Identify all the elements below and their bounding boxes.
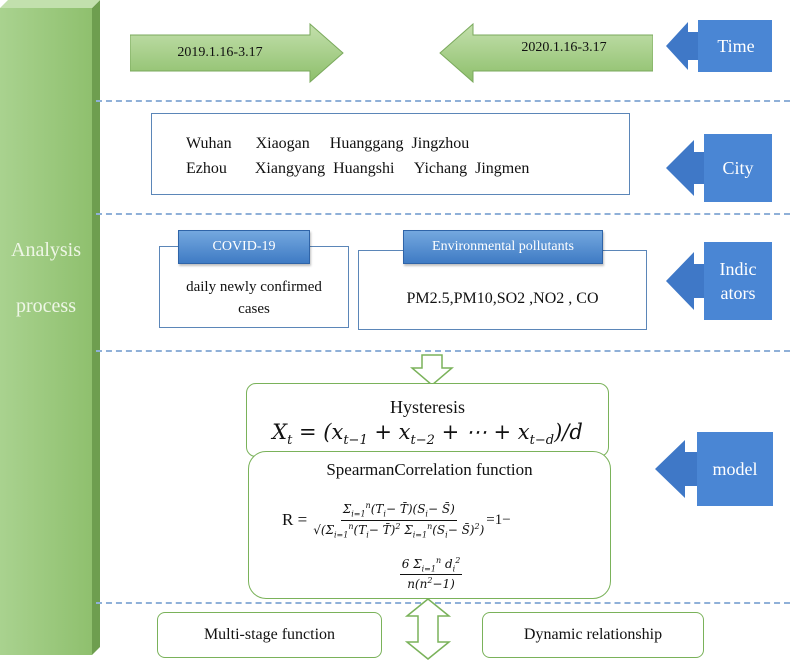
- analysis-process-label: Analysis process: [0, 222, 92, 334]
- hysteresis-formula: Xt = (xt−1 + xt−2 + ⋯ + xt−d)/d: [272, 420, 583, 449]
- dynamic-relationship-box: Dynamic relationship: [482, 612, 704, 658]
- indicators-tag-label: Indic ators: [704, 242, 772, 320]
- separator-time-city: [96, 100, 790, 102]
- analysis-label-line1: Analysis: [11, 239, 81, 261]
- covid-body-line1: daily newly confirmed: [186, 279, 322, 295]
- city-line-1: Wuhan Xiaogan Huanggang Jingzhou: [186, 135, 470, 152]
- model-tag-arrow-icon: [655, 432, 773, 506]
- time-tag-arrow-icon: [666, 20, 772, 72]
- analysis-process-bar: [0, 0, 100, 655]
- covid-body-line2: cases: [238, 301, 270, 317]
- indicators-tag-arrow-icon: [666, 242, 772, 320]
- city-line-2: Ezhou Xiangyang Huangshi Yichang Jingmen: [186, 160, 530, 177]
- down-arrow-icon: [410, 354, 454, 386]
- time-2019-label: 2019.1.16-3.17: [177, 45, 263, 60]
- env-body: PM2.5,PM10,SO2 ,NO2 , CO: [406, 290, 599, 307]
- city-tag-arrow-icon: [666, 134, 772, 202]
- multi-stage-box: Multi-stage function: [157, 612, 382, 658]
- rank-fraction: 6 Σi=1n di2 n(n2−1): [376, 556, 486, 591]
- time-tag-label: Time: [717, 36, 755, 56]
- covid-body: daily newly confirmed cases: [159, 276, 349, 320]
- indicators-tag-line2: ators: [720, 283, 756, 303]
- equals-one-minus: =1−: [486, 511, 511, 528]
- separator-city-indicators: [96, 213, 790, 215]
- city-tag-label: City: [722, 158, 754, 178]
- time-2020-label: 2020.1.16-3.17: [521, 40, 607, 55]
- separator-indicators-model: [96, 350, 790, 352]
- spearman-box: [248, 451, 611, 599]
- spearman-formula: R = Σi=1n(Ti− T̄)(Si− S̄) √(Σi=1n(Ti− T̄…: [282, 484, 602, 556]
- indicators-tag-line1: Indic: [719, 259, 757, 279]
- covid-header: COVID-19: [178, 230, 310, 264]
- r-label: R =: [282, 510, 308, 529]
- rank-fraction-inner: 6 Σi=1n di2 n(n2−1): [399, 556, 463, 592]
- hysteresis-box: [246, 383, 609, 457]
- model-tag-label: model: [712, 459, 758, 479]
- hysteresis-title: Hysteresis: [390, 397, 465, 417]
- city-box: [151, 113, 630, 195]
- env-header: Environmental pollutants: [403, 230, 603, 264]
- double-arrow-icon: [405, 598, 451, 660]
- analysis-label-line2: process: [16, 295, 76, 317]
- left-arrow-2020: [439, 22, 653, 84]
- spearman-title: SpearmanCorrelation function: [326, 460, 533, 479]
- right-arrow-2019: [130, 22, 344, 84]
- separator-model-output: [96, 602, 790, 604]
- spearman-fraction: Σi=1n(Ti− T̄)(Si− S̄) √(Σi=1n(Ti− T̄)2 Σ…: [313, 501, 485, 539]
